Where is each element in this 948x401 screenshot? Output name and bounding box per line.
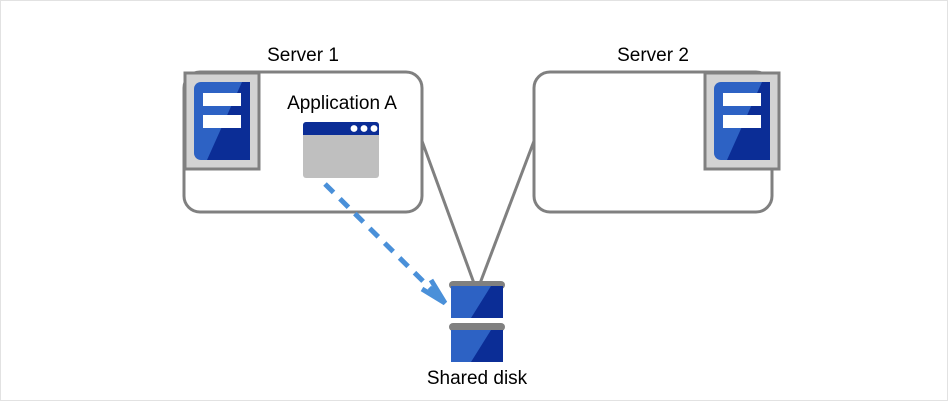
connector-server2-to-disk	[477, 140, 536, 287]
server2-label: Server 2	[617, 45, 689, 66]
shared-disk-label: Shared disk	[426, 368, 528, 389]
app-window-icon	[303, 122, 379, 178]
server-icon	[183, 71, 261, 171]
server1-label: Server 1	[267, 45, 339, 66]
window-dot-2	[360, 125, 368, 132]
connector-server1-to-disk	[420, 140, 477, 287]
window-dot-1	[350, 125, 358, 132]
disk-bar-middle	[449, 323, 505, 331]
application-a-label: Application A	[287, 93, 397, 114]
disk-stack-icon	[449, 281, 505, 362]
application-a-to-disk-arrow	[323, 182, 448, 306]
window-dot-3	[370, 125, 378, 132]
server-icon	[703, 71, 781, 171]
